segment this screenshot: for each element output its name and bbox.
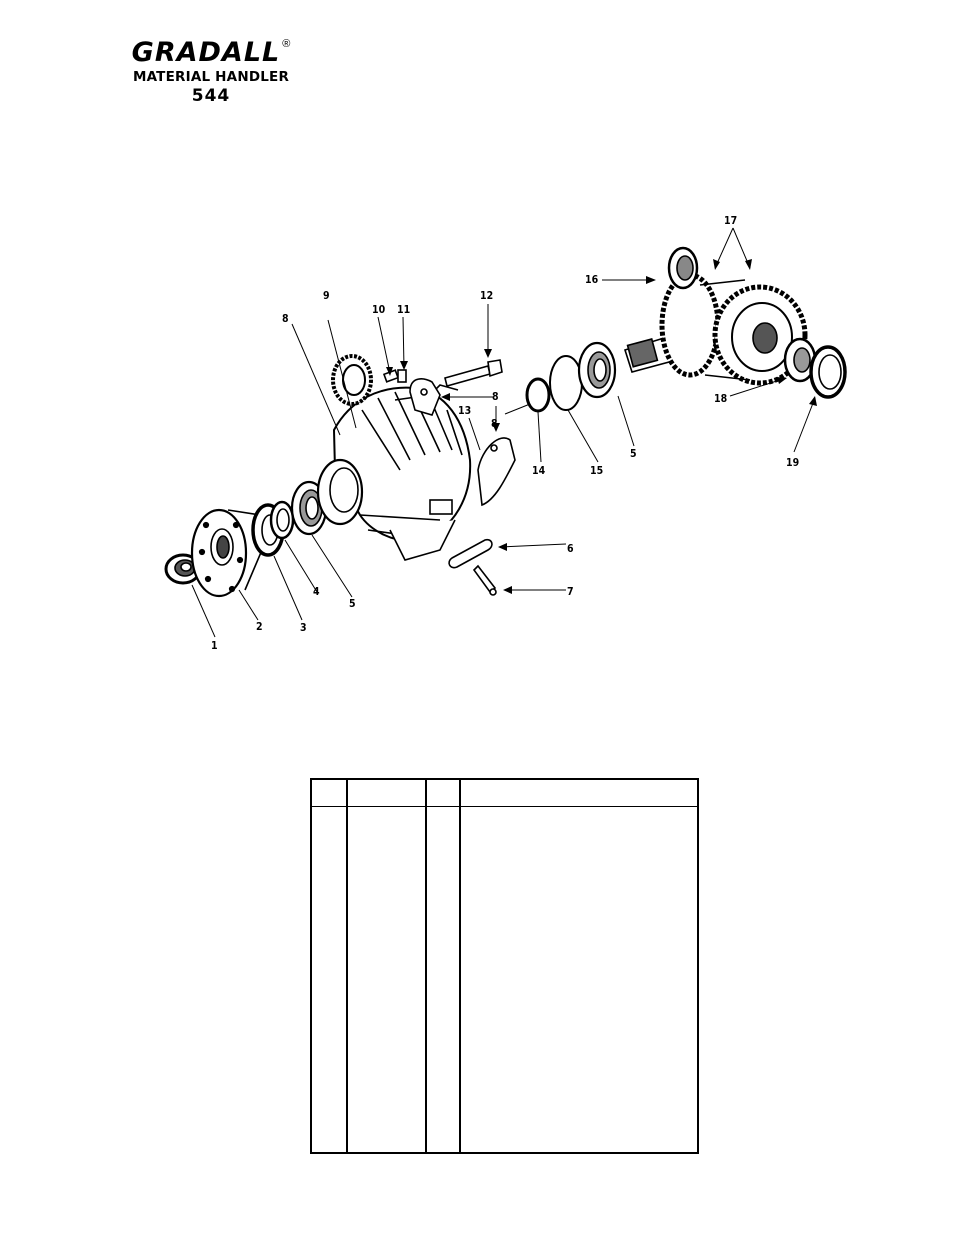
exploded-parts-diagram: 1 2 3 4 5 5 6 7 8 8 8 9 10 11 12 13 14 1… xyxy=(164,215,847,652)
callout-8-cap-lower: 8 xyxy=(491,418,498,430)
callout-7: 7 xyxy=(567,586,574,598)
callout-9: 9 xyxy=(323,290,330,302)
part-snap-ring xyxy=(525,377,551,413)
part-lock-plate xyxy=(448,538,493,569)
column-divider-2 xyxy=(425,780,427,1152)
brand-name: GRADALL xyxy=(131,37,281,68)
part-carrier-housing xyxy=(316,384,472,561)
callout-13: 13 xyxy=(458,405,471,417)
callout-14: 14 xyxy=(532,465,546,477)
registered-mark: ® xyxy=(282,38,291,50)
column-divider-1 xyxy=(346,780,348,1152)
part-shim xyxy=(269,500,295,540)
callout-5-rear: 5 xyxy=(630,448,637,460)
table-header-divider xyxy=(312,806,697,807)
callout-10: 10 xyxy=(372,304,386,316)
part-adjusting-ring-lock xyxy=(382,369,407,383)
column-divider-3 xyxy=(459,780,461,1152)
part-companion-flange xyxy=(190,508,263,598)
callout-16: 16 xyxy=(585,274,599,286)
callout-labels: 1 2 3 4 5 5 6 7 8 8 8 9 10 11 12 13 14 1… xyxy=(211,215,799,652)
parts-list-table xyxy=(310,778,699,1154)
leader-arrowheads xyxy=(386,259,817,594)
part-ring-gear xyxy=(659,272,808,386)
callout-6: 6 xyxy=(567,543,574,555)
callout-4: 4 xyxy=(313,586,320,598)
callout-18: 18 xyxy=(714,393,727,405)
product-subtitle: MATERIAL HANDLER xyxy=(132,69,290,85)
part-side-bearing-cup xyxy=(667,246,699,290)
part-bearing-cap-lower xyxy=(477,437,516,507)
part-adjusting-ring xyxy=(331,354,373,406)
document-header: GRADALL® MATERIAL HANDLER 544 xyxy=(108,38,314,107)
gradall-logo: GRADALL® xyxy=(108,38,314,68)
callout-3: 3 xyxy=(300,622,307,634)
callout-5-front: 5 xyxy=(349,598,356,610)
callout-12: 12 xyxy=(480,290,493,302)
callout-8-cap-upper: 8 xyxy=(492,391,499,403)
callout-1: 1 xyxy=(211,640,218,652)
part-bearing-rear xyxy=(577,341,617,399)
part-side-bearing-cone xyxy=(783,337,817,383)
model-number: 544 xyxy=(191,86,231,106)
callout-19: 19 xyxy=(786,457,799,469)
callout-11: 11 xyxy=(397,304,410,316)
callout-2: 2 xyxy=(256,621,263,633)
part-bearing-cup xyxy=(809,345,847,399)
part-thrust-washer xyxy=(549,355,583,411)
callout-17: 17 xyxy=(724,215,737,227)
part-bearing-cap-upper xyxy=(409,378,441,416)
part-lock-screw xyxy=(472,564,497,596)
callout-15: 15 xyxy=(590,465,603,477)
part-cap-bolt xyxy=(444,359,503,387)
callout-8-housing: 8 xyxy=(282,313,289,325)
leader-lines xyxy=(191,227,816,638)
